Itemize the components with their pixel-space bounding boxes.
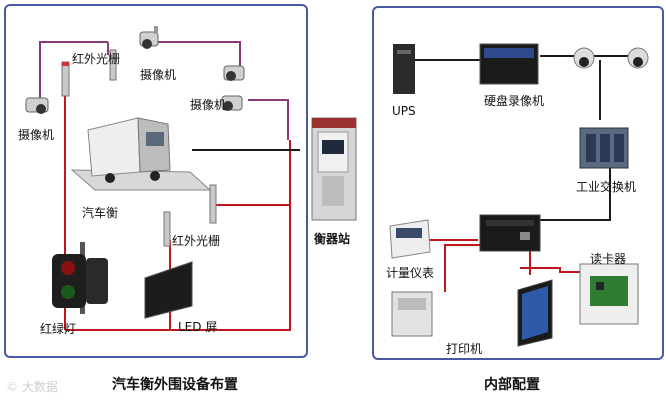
label-infrared-bottom: 红外光栅 [172,234,221,248]
infrared-grating-top [61,49,117,97]
label-ups: UPS [392,104,416,118]
ups-icon [393,44,415,94]
label-card-reader: 读卡器 [590,252,627,266]
server-icon [479,214,541,252]
label-dvr: 硬盘录像机 [484,94,545,108]
label-truck-scale: 汽车衡 [82,206,119,220]
label-printer: 打印机 [446,342,483,356]
led-screen-icon [144,261,193,319]
industrial-switch-icon [579,127,629,169]
truck-on-scale [70,117,212,191]
camera-icon-right2 [221,95,243,111]
label-traffic-light: 红绿灯 [40,322,77,336]
traffic-light-icon [52,242,108,314]
camera-icon-left [25,97,49,114]
label-switch: 工业交换机 [576,180,637,194]
label-camera-top: 摄像机 [140,68,177,82]
caption-outdoor-layout: 汽车衡外围设备布置 [112,377,238,393]
card-reader-icon [579,263,639,325]
label-camera-right: 摄像机 [190,98,227,112]
meter-icon [389,219,431,259]
dome-camera-icon-2 [627,47,649,69]
camera-wiring [39,41,289,140]
label-meter: 计量仪表 [386,266,435,280]
dvr-icon [479,43,539,85]
camera-icon-right [223,65,245,81]
label-infrared-top: 红外光栅 [72,52,121,66]
label-camera-left: 摄像机 [18,128,55,142]
caption-indoor-config: 内部配置 [484,377,540,393]
printer-icon [391,291,433,337]
infrared-grating-bottom [163,184,217,247]
weighing-station-icon [311,117,357,221]
dome-camera-icon-1 [573,47,595,69]
watermark: © 大数据 [6,380,58,394]
monitor-icon [517,279,553,347]
label-led-screen: LED 屏 [178,320,218,334]
camera-icon-top [139,26,159,49]
label-weighing-station: 衡器站 [314,232,351,246]
